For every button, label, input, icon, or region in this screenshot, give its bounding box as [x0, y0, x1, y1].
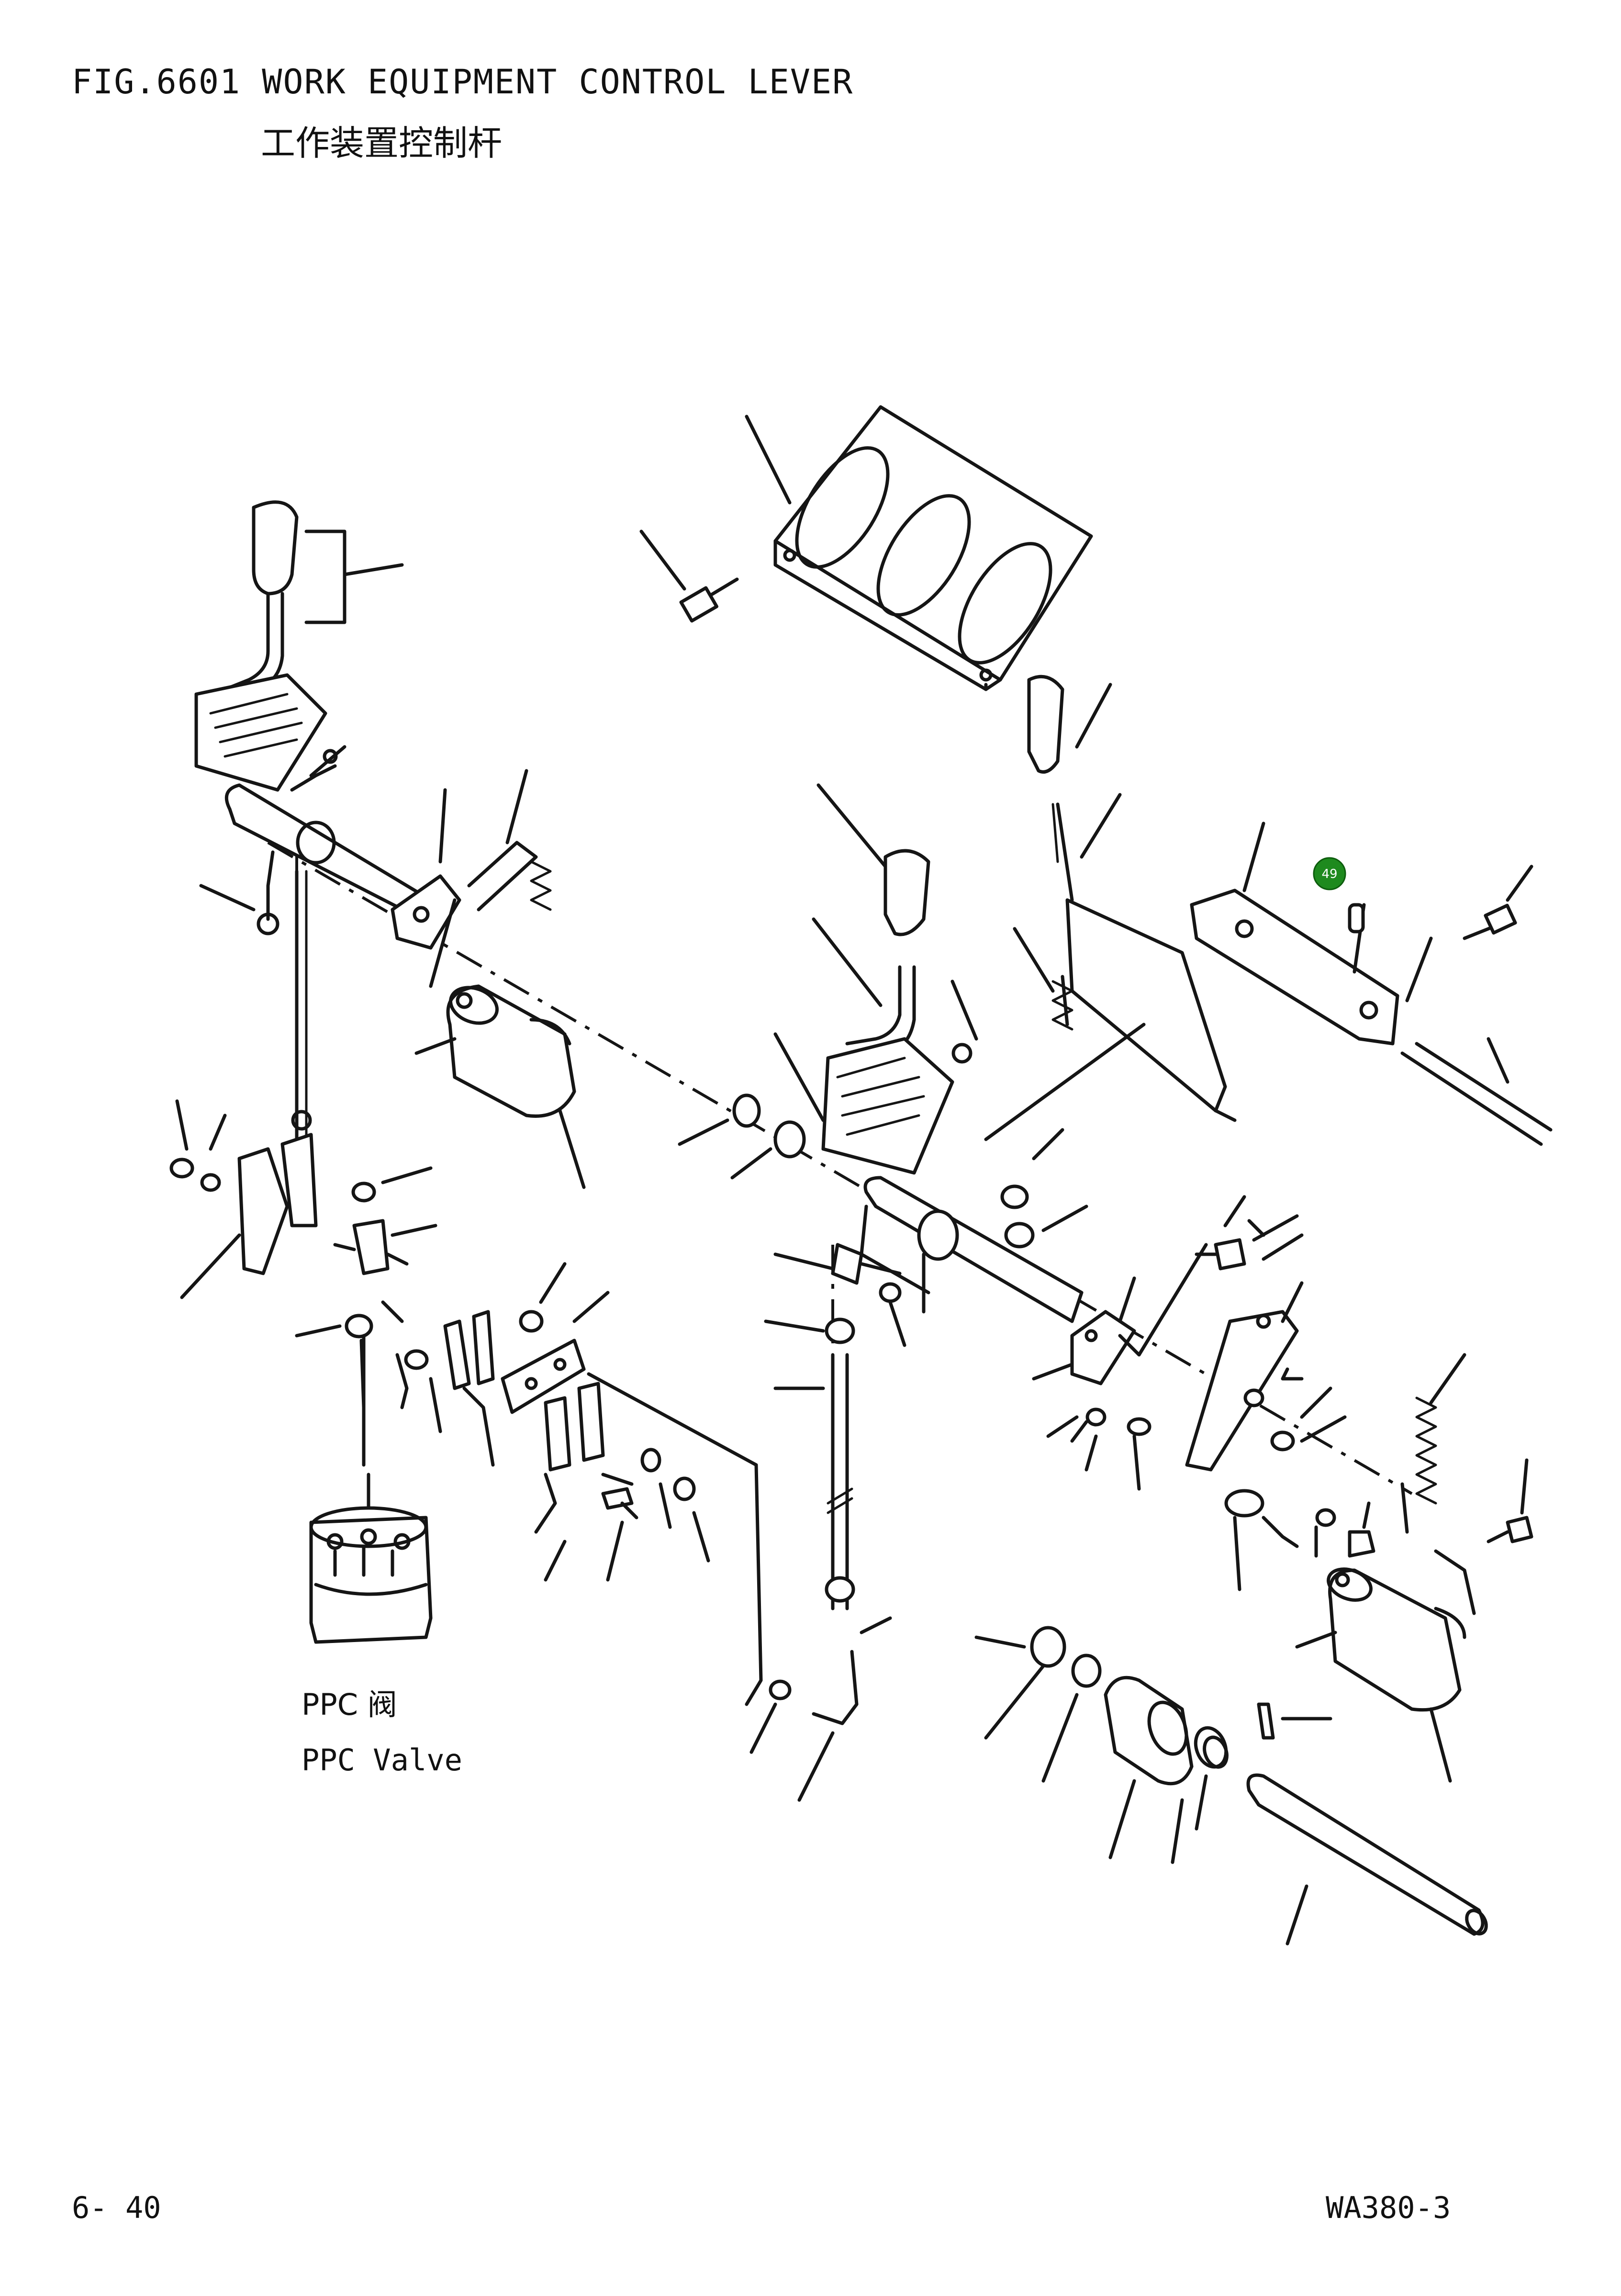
- center-lever-boot: [823, 1039, 952, 1173]
- right-lever: [1029, 676, 1072, 900]
- pin: [1350, 1503, 1374, 1556]
- right-mounting-plate: [1067, 900, 1235, 1120]
- washer-stack: [1002, 1186, 1033, 1247]
- sleeve: [1106, 1677, 1193, 1783]
- snap-ring: [1190, 1723, 1231, 1771]
- link-bracket: [546, 1384, 603, 1470]
- left-lever-boot: [196, 675, 325, 790]
- left-solenoid: [446, 981, 574, 1116]
- connecting-rod: [827, 1319, 853, 1609]
- link-plates: [445, 1312, 493, 1465]
- ball-joint: [833, 1245, 900, 1283]
- callout-marker-49[interactable]: 49: [1314, 858, 1345, 889]
- lever-cover-plate: [775, 407, 1091, 689]
- center-shaft-bracket: [865, 1178, 1082, 1321]
- bolt: [1488, 1518, 1532, 1542]
- bolt: [1464, 905, 1515, 938]
- right-solenoid: [1324, 1564, 1460, 1710]
- ppc-valve: [311, 1474, 431, 1642]
- rectangular-plate: [503, 1340, 584, 1412]
- ppc-valve-label: PPC Valve: [302, 1743, 462, 1778]
- clevis-bracket: [239, 1135, 316, 1273]
- bolt: [1196, 1240, 1244, 1269]
- right-lever-plate: [1072, 1312, 1134, 1384]
- lower-shaft: [1248, 1775, 1490, 1937]
- model-number: WA380-3: [1326, 2190, 1451, 2225]
- collar: [734, 1095, 804, 1157]
- pin: [603, 1489, 637, 1518]
- figure-title: FIG.6601 WORK EQUIPMENT CONTROL LEVER: [72, 62, 854, 101]
- return-spring: [1417, 1398, 1436, 1503]
- center-lever-knob: [885, 851, 928, 934]
- left-cable: [293, 871, 310, 1139]
- page-number: 6- 40: [72, 2190, 161, 2225]
- right-far-bracket: [1192, 890, 1397, 1044]
- leader-line: [747, 416, 790, 503]
- left-bracket-plate: [392, 876, 459, 948]
- ppc-valve-label-chinese: PPC 阀: [302, 1687, 397, 1722]
- switch-block: [335, 1221, 407, 1273]
- bushing: [1032, 1628, 1100, 1686]
- left-control-lever: [225, 502, 297, 689]
- bolt: [681, 579, 737, 621]
- callout-marker-number: 49: [1321, 867, 1337, 881]
- figure-title-chinese: 工作装置控制杆: [261, 123, 503, 163]
